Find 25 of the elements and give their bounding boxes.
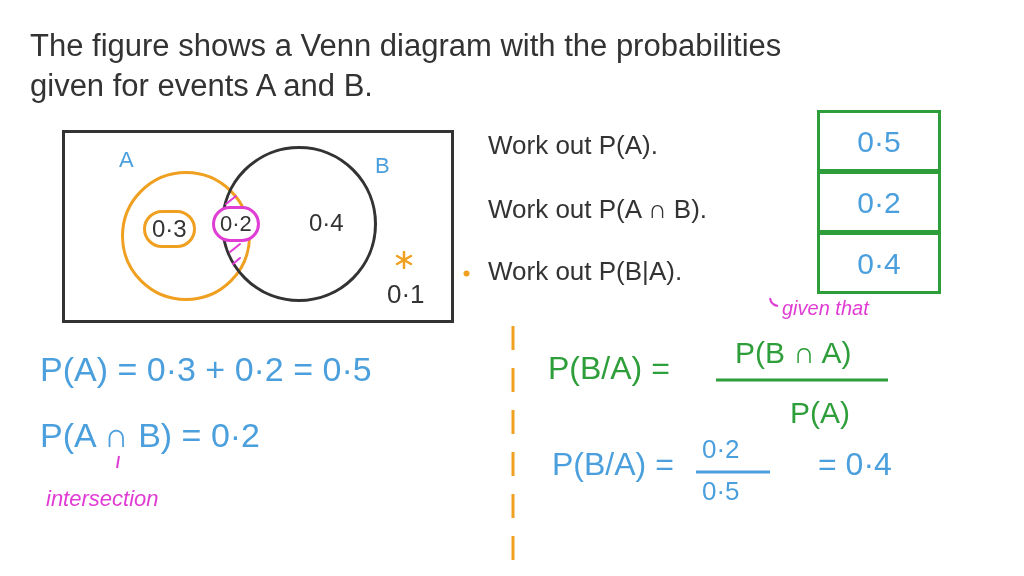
probability-value: 0·1 — [387, 281, 425, 307]
set-label: B — [375, 155, 390, 177]
probability-value: 0·4 — [309, 211, 344, 235]
answer-box: 0·4 — [817, 232, 941, 294]
probability-value: 0·2 — [212, 206, 260, 242]
annotation-text: intersection — [46, 488, 159, 510]
question-text: Work out P(A ∩ B). — [488, 196, 708, 222]
question-text: Work out P(B|A). — [488, 258, 683, 284]
annotation-text: given that — [782, 298, 869, 318]
numerator-text: 0·2 — [702, 436, 740, 462]
answer-box: 0·5 — [817, 110, 941, 172]
set-label: A — [119, 149, 134, 171]
denominator-text: 0·5 — [702, 478, 740, 504]
probability-value: 0·3 — [143, 210, 196, 248]
equation-text: P(A) = 0·3 + 0·2 = 0·5 — [40, 352, 372, 386]
equation-text: P(A ∩ B) = 0·2 — [40, 418, 261, 452]
formula-text: P(B/A) = — [548, 352, 670, 384]
equation-text: = 0·4 — [818, 448, 892, 480]
denominator-text: P(A) — [790, 398, 850, 428]
universal-set-rectangle — [62, 130, 454, 323]
numerator-text: P(B ∩ A) — [735, 338, 852, 368]
question-text: Work out P(A). — [488, 132, 658, 158]
answer-box: 0·2 — [817, 171, 941, 233]
equation-text: P(B/A) = — [552, 448, 674, 480]
title-text: The figure shows a Venn diagram with the probabilities given for events A and B. — [30, 27, 783, 105]
